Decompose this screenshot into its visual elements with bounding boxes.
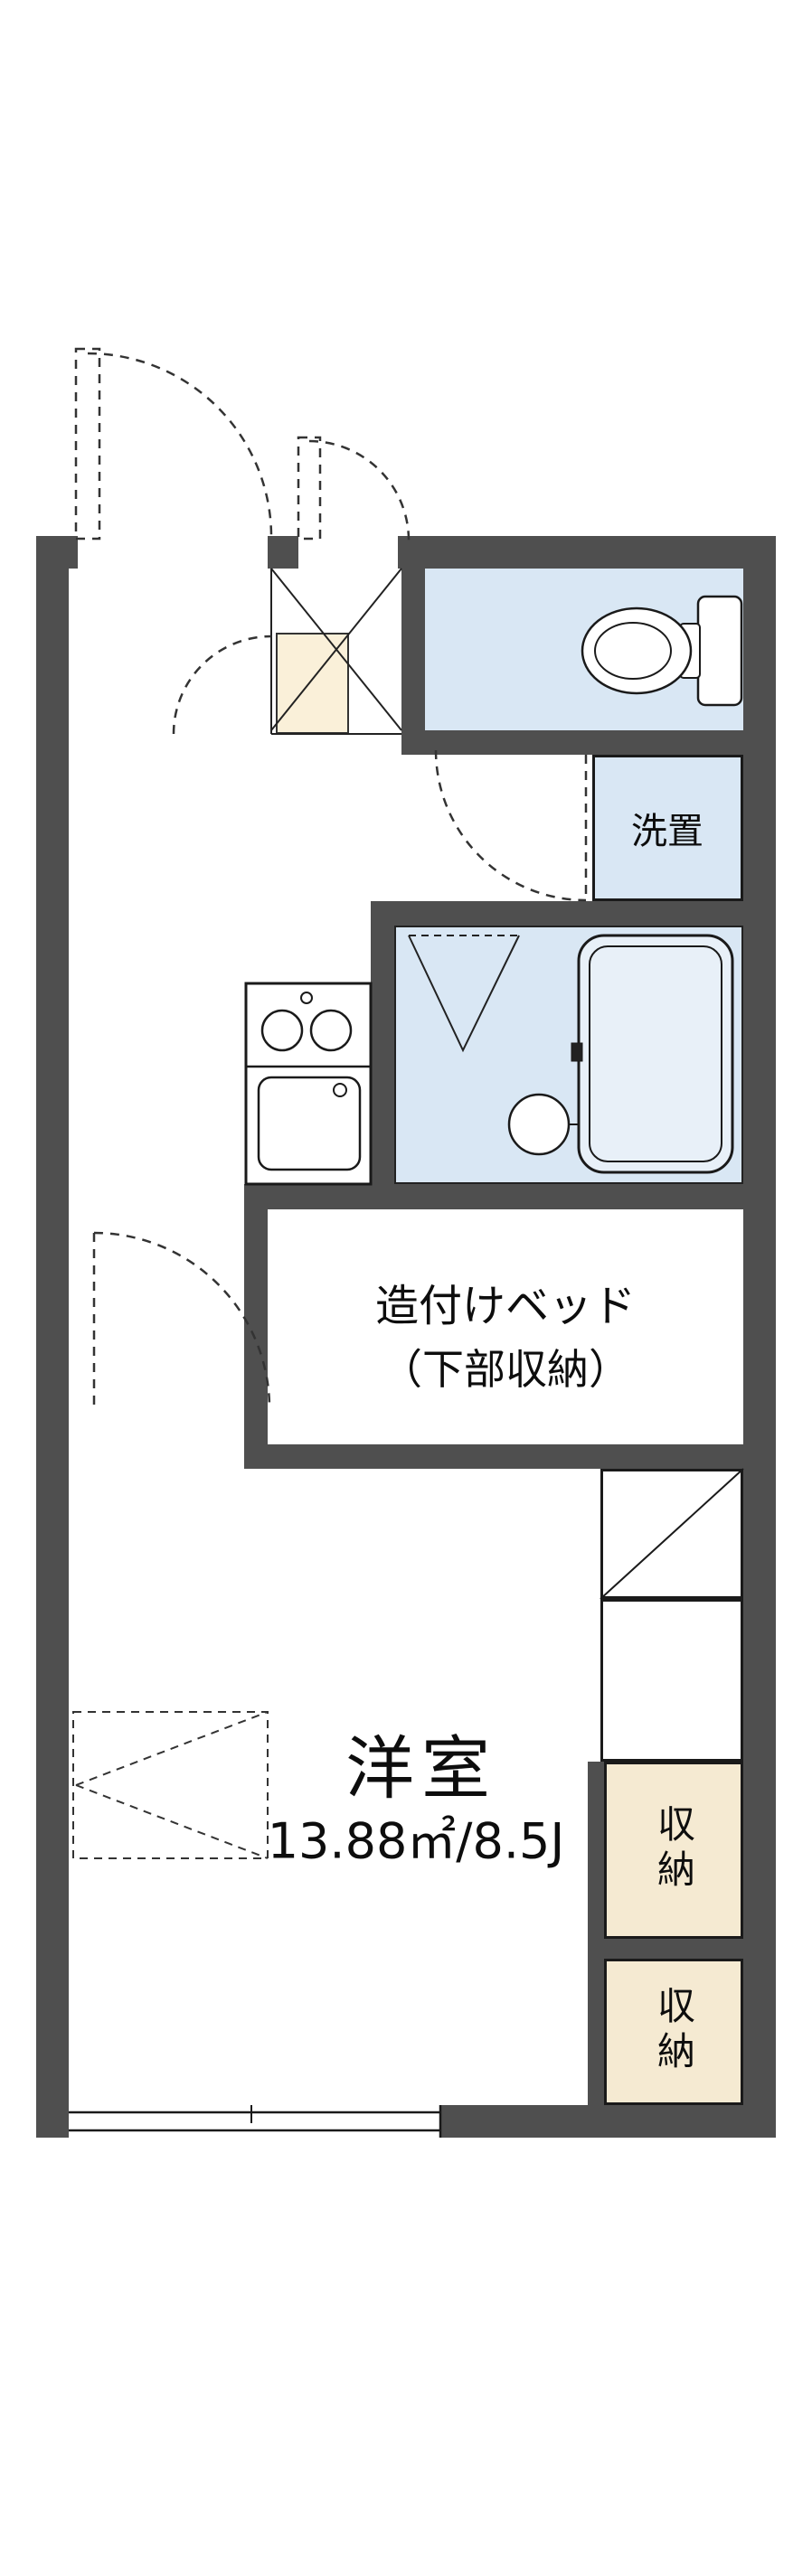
storage-upper-label: 収納 — [651, 1804, 696, 1894]
wall-toilet-left — [401, 569, 425, 755]
wall-bottom — [440, 2105, 776, 2138]
wall-storage-left — [588, 1762, 604, 2138]
kitchen-sink-icon — [257, 1076, 362, 1171]
furniture-placeholder — [72, 1711, 269, 1859]
washer-space — [592, 755, 743, 901]
room-door-swing — [92, 1231, 271, 1409]
main-room-name: 洋室 — [345, 1728, 497, 1809]
wall-left — [36, 536, 69, 2138]
entrance-door-swing — [74, 347, 411, 541]
wall-bed-left — [244, 1184, 268, 1469]
wall-top-c — [398, 536, 776, 569]
entry-inner-door-swing — [172, 635, 272, 735]
storage-lower — [604, 1959, 743, 2105]
wall-top-b — [268, 536, 298, 569]
wall-bath-left — [371, 901, 394, 1184]
window — [69, 2105, 442, 2138]
genkan-step — [276, 633, 349, 734]
storage-lower-label: 収納 — [651, 1986, 696, 2076]
wall-storage-divider — [604, 1939, 743, 1959]
kitchen-unit — [244, 982, 373, 1186]
toilet-room — [425, 569, 743, 730]
wall-bath-top — [371, 901, 776, 926]
wall-right — [743, 536, 776, 2138]
wall-toilet-bottom — [401, 730, 776, 755]
built-in-bed-label: 造付けベッド — [374, 1281, 637, 1331]
bath-area-door-swing — [434, 749, 588, 902]
main-room-size: 13.88㎡/8.5J — [267, 1812, 565, 1870]
wall-bed-bottom — [244, 1444, 776, 1469]
built-in-bed-sublabel: （下部収納） — [381, 1345, 630, 1394]
wall-top-a — [36, 536, 78, 569]
refrigerator-space — [600, 1469, 743, 1599]
storage-upper — [604, 1762, 743, 1939]
bathroom — [394, 926, 743, 1184]
wall-mid — [244, 1184, 776, 1209]
gas-stove-icon — [244, 982, 373, 1068]
utility-space — [600, 1599, 743, 1762]
washer-area-label: 洗置 — [631, 811, 703, 852]
